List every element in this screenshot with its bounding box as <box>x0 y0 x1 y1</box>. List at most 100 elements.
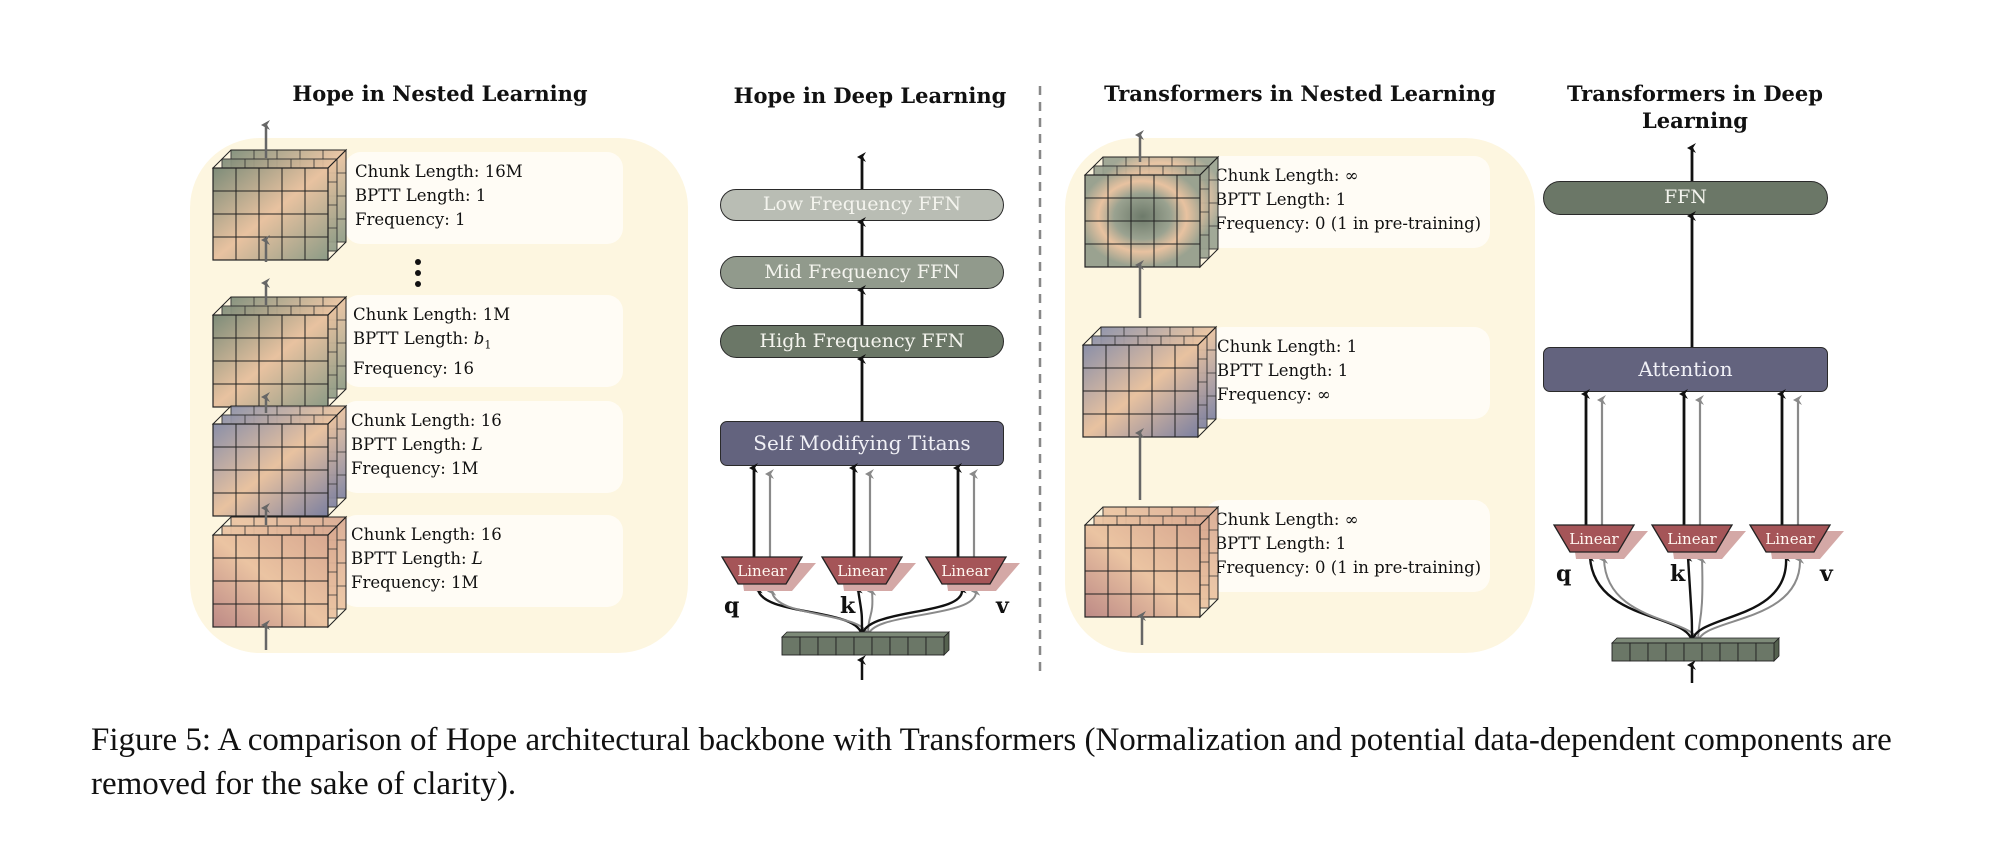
linear-label: Linear <box>941 562 991 580</box>
frequency: Frequency: 1M <box>351 459 479 478</box>
hope-deep-title: Hope in Deep Learning <box>733 83 1007 108</box>
input-curve-icon <box>1697 553 1805 644</box>
hope-level-1-info: Chunk Length: 16M BPTT Length: 1 Frequen… <box>345 152 623 244</box>
frequency: Frequency: ∞ <box>1217 385 1331 404</box>
hope-token-strip <box>781 631 950 656</box>
hope-linear-v: Linear <box>924 556 1020 591</box>
linear-label: Linear <box>1667 530 1717 548</box>
cube-stack-icon <box>211 404 348 518</box>
input-label-v: v <box>995 593 1010 619</box>
chunk-length: Chunk Length: ∞ <box>1215 166 1359 185</box>
linear-trapezoid <box>1748 524 1832 553</box>
input-label-v: v <box>1819 561 1834 587</box>
hope-linear-q: Linear <box>720 556 816 591</box>
bptt-length: BPTT Length: L <box>351 435 483 454</box>
input-label-q: q <box>1556 561 1571 587</box>
chunk-length: Chunk Length: 1 <box>1217 337 1358 356</box>
input-curve-icon <box>1585 551 1694 644</box>
token-cell <box>889 636 909 656</box>
token-cell <box>1719 642 1739 662</box>
linear-trapezoid <box>820 556 904 585</box>
input-label-k: k <box>840 593 856 619</box>
hope-nested-title: Hope in Nested Learning <box>292 81 588 106</box>
hope-level-2-info: Chunk Length: 1M BPTT Length: b1 Frequen… <box>343 295 623 387</box>
transformers-deep-title: Transformers in Deep Learning <box>1567 81 1823 134</box>
token-cell <box>907 636 927 656</box>
token-cell <box>1629 642 1649 662</box>
linear-trapezoid <box>924 556 1008 585</box>
hope-linear-k: Linear <box>820 556 916 591</box>
cube-stack-icon <box>211 148 348 262</box>
ffn-block: FFN <box>1543 181 1828 215</box>
bptt-length: BPTT Length: 1 <box>1215 534 1347 553</box>
input-curve-icon <box>867 585 981 638</box>
input-curve-icon <box>1690 551 1791 644</box>
transformers-level-1-info: Chunk Length: ∞ BPTT Length: 1 Frequency… <box>1205 156 1490 248</box>
transformers-nested-title: Transformers in Nested Learning <box>1104 81 1496 106</box>
token-cell <box>817 636 837 656</box>
chunk-length: Chunk Length: ∞ <box>1215 510 1359 529</box>
cube-stack-icon <box>1081 325 1218 439</box>
transformers-linear-v: Linear <box>1748 524 1844 559</box>
token-cell <box>925 636 945 656</box>
transformers-linear-k: Linear <box>1650 524 1746 559</box>
attention-block: Attention <box>1543 347 1828 392</box>
chunk-length: Chunk Length: 1M <box>353 305 511 324</box>
linear-trapezoid <box>1552 524 1636 553</box>
hope-level-4-info: Chunk Length: 16 BPTT Length: L Frequenc… <box>341 515 623 607</box>
input-curve-icon <box>1683 551 1694 644</box>
token-cell <box>1701 642 1721 662</box>
linear-trapezoid <box>720 556 804 585</box>
input-label-q: q <box>724 593 739 619</box>
token-cell <box>871 636 891 656</box>
chunk-length: Chunk Length: 16 <box>351 525 502 544</box>
high-frequency-ffn-block: High Frequency FFN <box>720 325 1004 358</box>
linear-label: Linear <box>737 562 787 580</box>
token-cell <box>1737 642 1757 662</box>
frequency: Frequency: 0 (1 in pre-training) <box>1215 558 1482 577</box>
bptt-length: BPTT Length: L <box>351 549 483 568</box>
bptt-length: BPTT Length: 1 <box>1217 361 1349 380</box>
cube-stack-icon <box>211 515 348 629</box>
low-frequency-ffn-block: Low Frequency FFN <box>720 189 1004 221</box>
bptt-length: BPTT Length: 1 <box>355 186 487 205</box>
cube-stack-icon <box>211 295 348 409</box>
linear-label: Linear <box>1569 530 1619 548</box>
frequency: Frequency: 0 (1 in pre-training) <box>1215 214 1482 233</box>
input-label-k: k <box>1670 561 1686 587</box>
token-cell <box>1683 642 1703 662</box>
ellipsis-icon <box>413 257 423 291</box>
hope-level-3-info: Chunk Length: 16 BPTT Length: L Frequenc… <box>341 401 623 493</box>
token-cell <box>781 636 801 656</box>
transformers-level-2-info: Chunk Length: 1 BPTT Length: 1 Frequency… <box>1207 327 1490 419</box>
linear-trapezoid <box>1650 524 1734 553</box>
frequency: Frequency: 16 <box>353 359 475 379</box>
linear-label: Linear <box>837 562 887 580</box>
transformers-linear-q: Linear <box>1552 524 1648 559</box>
token-cell <box>1611 642 1631 662</box>
figure-caption: Figure 5: A comparison of Hope architect… <box>91 722 1892 802</box>
linear-label: Linear <box>1765 530 1815 548</box>
bptt-length: BPTT Length: 1 <box>1215 190 1347 209</box>
frequency: Frequency: 1M <box>351 573 479 592</box>
input-curve-icon <box>867 585 877 638</box>
cube-stack-icon <box>1083 505 1220 619</box>
token-cell <box>799 636 819 656</box>
token-cell <box>835 636 855 656</box>
token-cell <box>1755 642 1775 662</box>
input-curve-icon <box>860 583 967 638</box>
mid-frequency-ffn-block: Mid Frequency FFN <box>720 256 1004 289</box>
token-cell <box>1665 642 1685 662</box>
input-curve-icon <box>1697 553 1707 644</box>
input-curve-icon <box>853 583 864 638</box>
chunk-length: Chunk Length: 16M <box>355 162 523 181</box>
cube-stack-icon <box>1083 155 1220 269</box>
token-cell <box>853 636 873 656</box>
self-modifying-titans-block: Self Modifying Titans <box>720 421 1004 466</box>
transformers-level-3-info: Chunk Length: ∞ BPTT Length: 1 Frequency… <box>1205 500 1490 592</box>
chunk-length: Chunk Length: 16 <box>351 411 502 430</box>
transformers-token-strip <box>1611 637 1780 662</box>
frequency: Frequency: 1 <box>355 210 466 229</box>
token-cell <box>1647 642 1667 662</box>
